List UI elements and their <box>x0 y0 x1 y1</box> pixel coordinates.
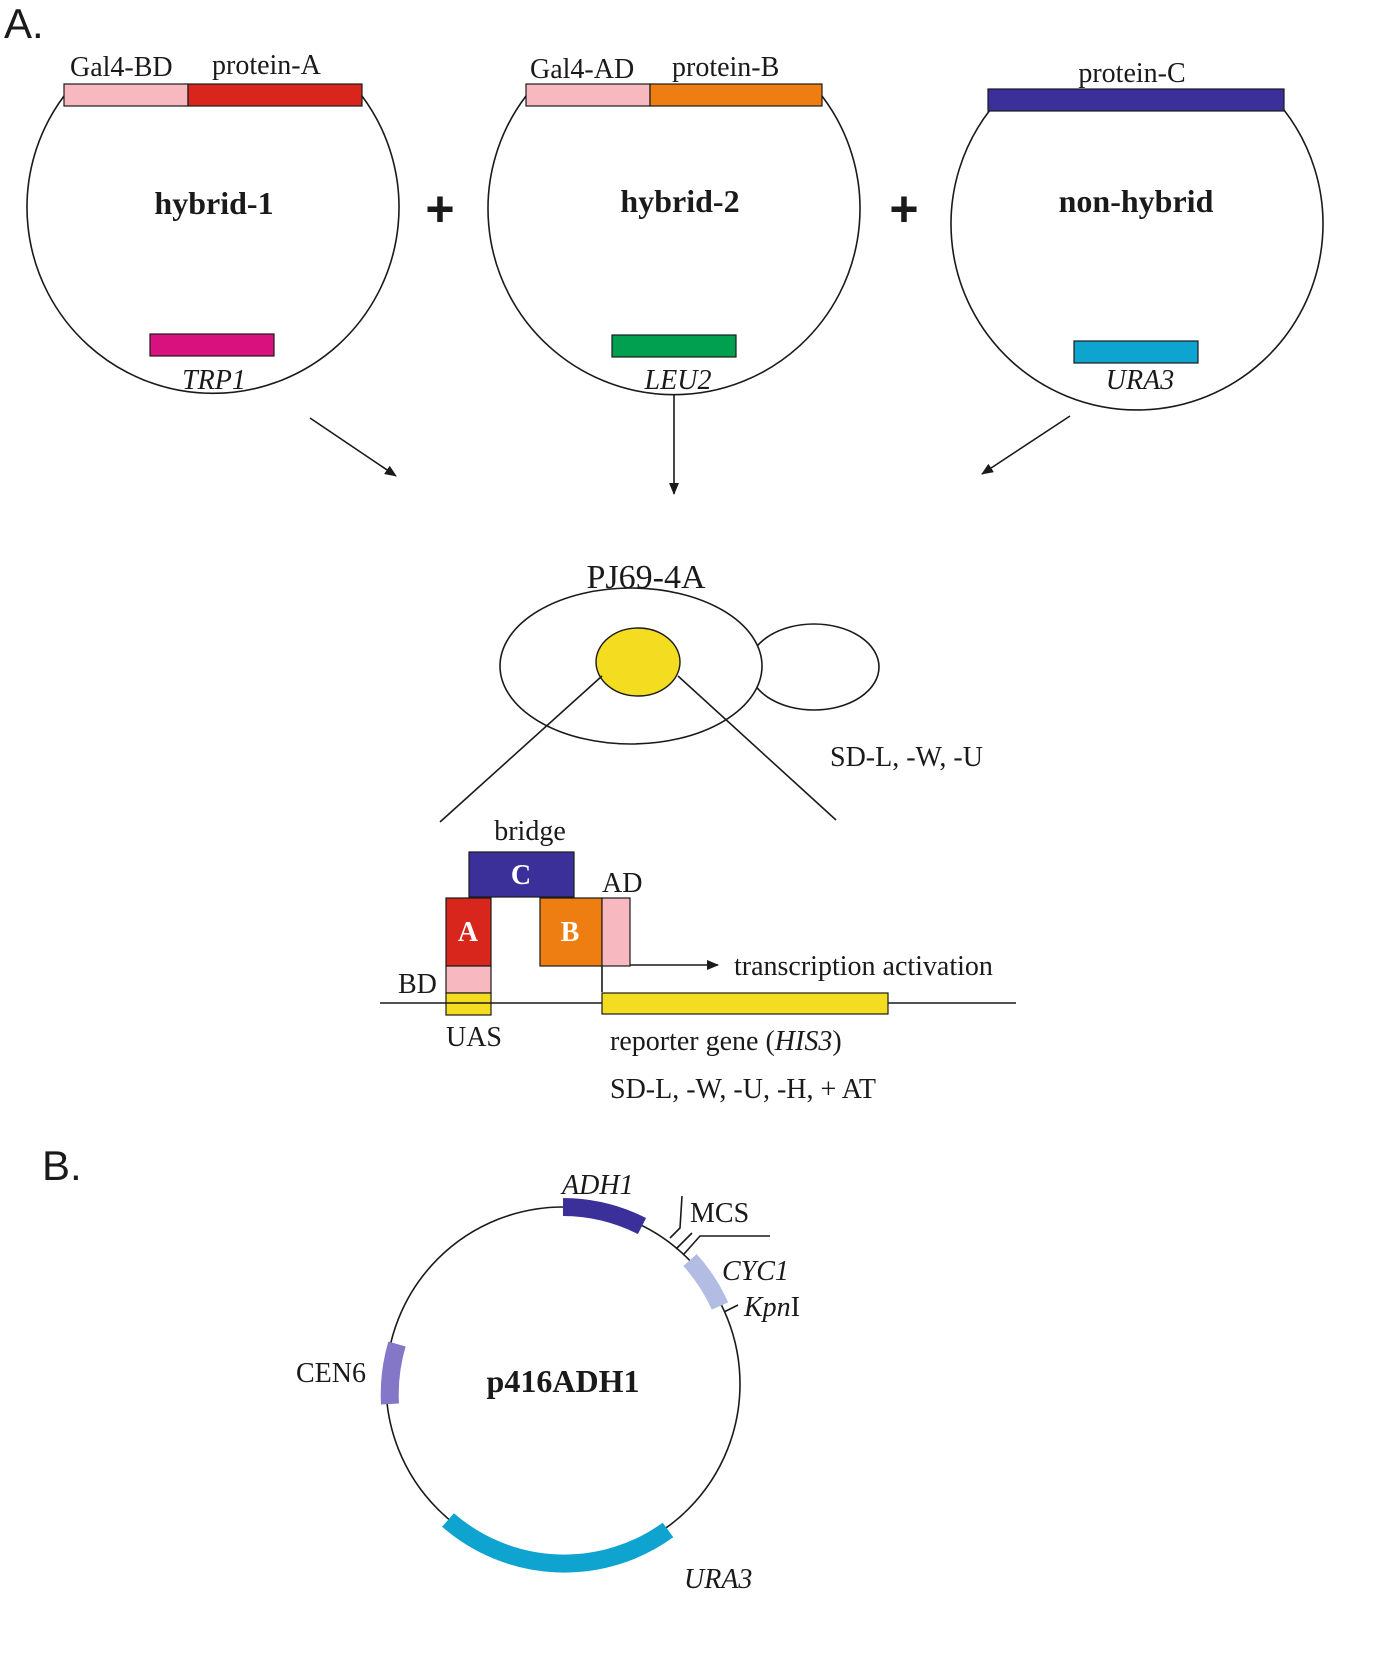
cyc1-feature <box>683 1253 729 1310</box>
protein-c-label: protein-C <box>1078 58 1185 89</box>
reporter-prefix: reporter gene ( <box>610 1026 775 1057</box>
mcs-line-2 <box>683 1235 770 1255</box>
activation-label: transcription activation <box>734 951 993 982</box>
plasmid-hybrid-2: Gal4-AD protein-B hybrid-2 LEU2 <box>487 52 861 396</box>
leu2-marker <box>611 334 737 358</box>
uas-box <box>445 992 492 1016</box>
mcs-label: MCS <box>690 1198 749 1229</box>
plus-sign-2: + <box>889 181 918 237</box>
reporter-gene-box <box>601 992 889 1015</box>
zoom-line-left <box>439 675 603 823</box>
ura3-b-label: URA3 <box>684 1564 752 1595</box>
protein-c-segment <box>987 88 1285 112</box>
trp1-marker <box>149 333 275 357</box>
medium-1-label: SD-L, -W, -U <box>830 742 983 773</box>
adh1-feature <box>562 1198 647 1235</box>
box-a-letter: A <box>458 917 479 948</box>
mcs-line-3 <box>669 1195 683 1239</box>
protein-a-segment <box>187 83 363 107</box>
protein-b-label: protein-B <box>672 52 779 83</box>
box-c <box>468 851 575 898</box>
gal4-ad-label: Gal4-AD <box>530 54 634 85</box>
hybrid-1-title: hybrid-1 <box>154 185 273 221</box>
non-hybrid-title: non-hybrid <box>1059 183 1214 219</box>
plasmid-non-hybrid: protein-C non-hybrid URA3 <box>950 58 1324 411</box>
medium-2-label: SD-L, -W, -U, -H, + AT <box>610 1074 876 1105</box>
arrow-right <box>981 415 1071 475</box>
kpni-roman: I <box>791 1292 800 1323</box>
ura3-marker <box>1073 340 1199 364</box>
plus-sign-1: + <box>425 181 454 237</box>
kpni-italic: Kpn <box>743 1292 791 1323</box>
hybrid-2-title: hybrid-2 <box>620 183 739 219</box>
box-c-letter: C <box>511 860 531 891</box>
uas-label: UAS <box>446 1022 502 1053</box>
mcs-line-1 <box>675 1232 693 1250</box>
box-b <box>539 897 603 967</box>
reporter-label: reporter gene (HIS3) <box>610 1026 842 1057</box>
cyc1-label: CYC1 <box>722 1256 789 1287</box>
ad-label: AD <box>602 868 642 899</box>
bud-cell <box>748 623 880 711</box>
bd-label: BD <box>398 969 437 1000</box>
box-b-letter: B <box>561 917 580 948</box>
adh1-label: ADH1 <box>560 1170 634 1201</box>
plasmid-hybrid-1: Gal4-BD protein-A hybrid-1 TRP1 <box>26 50 400 396</box>
ad-box <box>601 897 631 967</box>
plasmid-hybrid-1-circle <box>26 95 400 395</box>
protein-b-segment <box>649 83 823 107</box>
p416adh1-title: p416ADH1 <box>487 1363 640 1399</box>
protein-a-label: protein-A <box>212 50 322 81</box>
leu2-label: LEU2 <box>644 365 712 396</box>
trp1-label: TRP1 <box>182 365 246 396</box>
bd-box <box>445 965 492 994</box>
panel-b-label: B. <box>42 1142 82 1189</box>
cen6-label: CEN6 <box>296 1358 366 1389</box>
ura3-feature <box>442 1513 674 1573</box>
arrow-left <box>309 417 397 477</box>
three-hybrid-complex: bridge C A B AD BD transcription activat… <box>380 816 1016 1105</box>
zoom-line-right <box>677 675 837 821</box>
plasmid-p416adh1: ADH1 MCS CYC1 KpnI CEN6 p416ADH1 URA3 <box>296 1170 800 1595</box>
box-a <box>445 897 492 967</box>
gal4-bd-label: Gal4-BD <box>70 52 173 83</box>
panel-a-label: A. <box>4 0 44 47</box>
reporter-gene-name: HIS3 <box>774 1026 833 1057</box>
reporter-suffix: ) <box>832 1026 841 1057</box>
gal4-bd-segment <box>63 83 189 107</box>
cen6-feature <box>380 1341 406 1405</box>
kpni-label: KpnI <box>743 1292 800 1323</box>
plasmid-non-hybrid-circle <box>950 109 1324 411</box>
bridge-label: bridge <box>494 816 566 847</box>
gal4-ad-segment <box>525 83 651 107</box>
kpni-tick <box>723 1304 739 1313</box>
ura3-label: URA3 <box>1106 365 1174 396</box>
nucleus <box>595 627 681 697</box>
